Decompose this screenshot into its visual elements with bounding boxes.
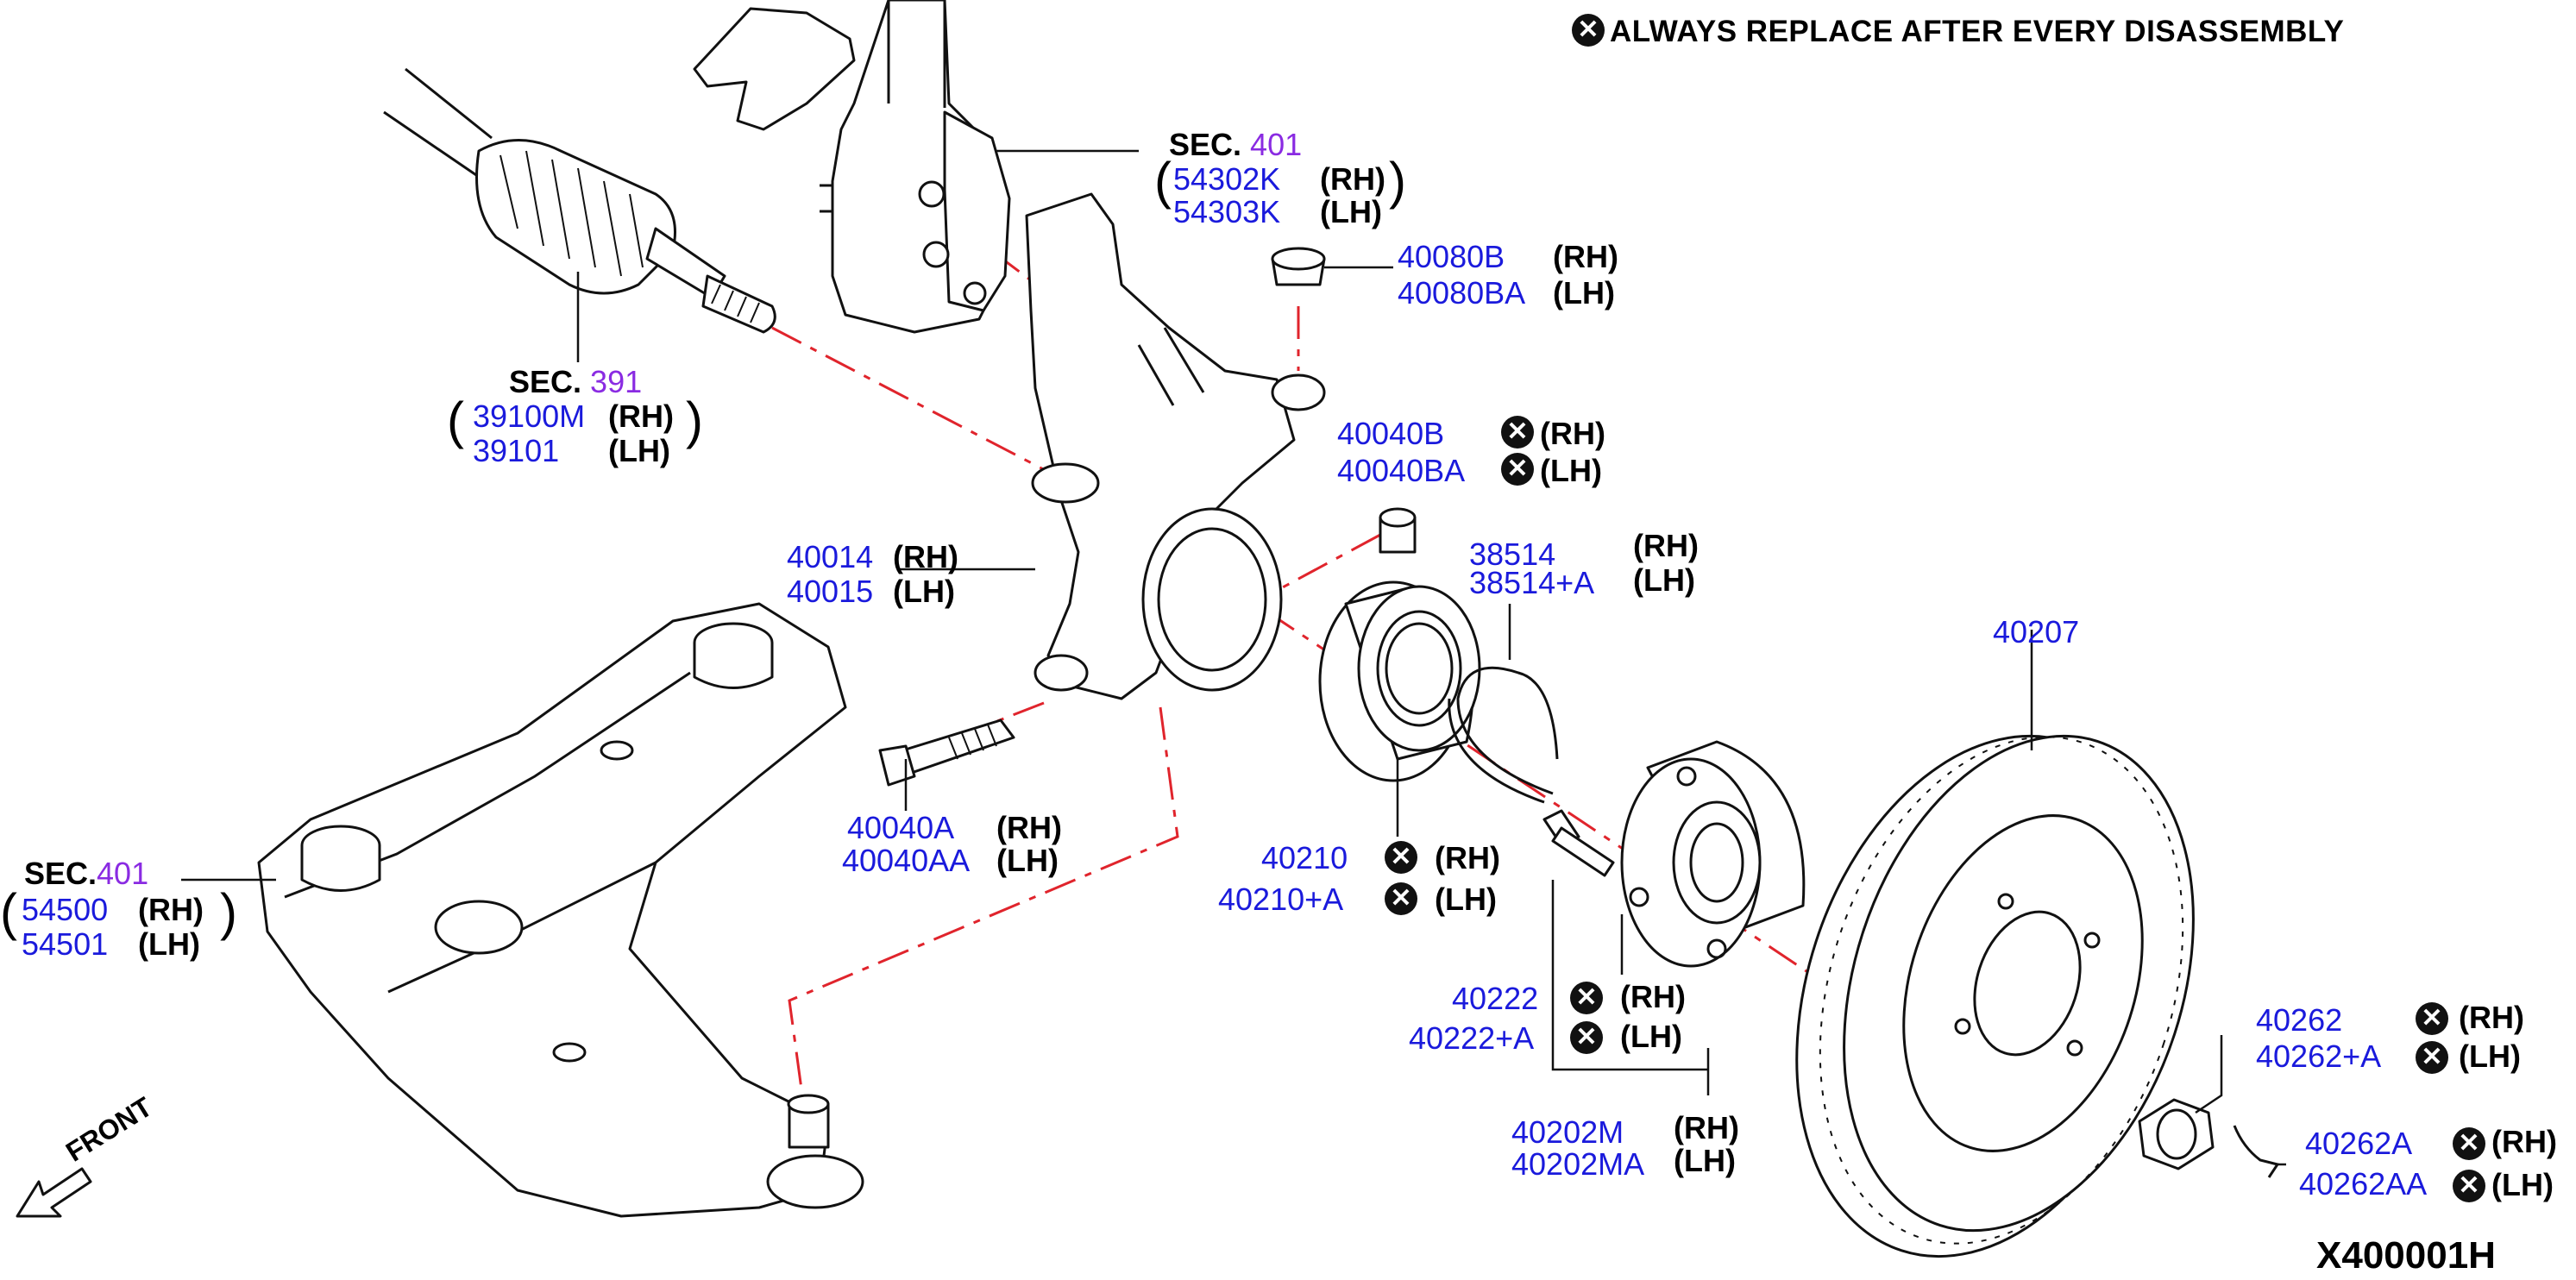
sec-label-lower-arm: SEC.401 [24, 858, 148, 889]
circled-x-icon: ✕ [1501, 453, 1534, 486]
side-rh: (RH) [1620, 979, 1686, 1014]
part-38514[interactable]: 38514 [1469, 536, 1556, 572]
leader-lines [181, 149, 2286, 1166]
part-40222[interactable]: 40222 [1452, 981, 1539, 1016]
drive-shaft [383, 67, 776, 334]
side-rh: (RH) [2459, 1000, 2524, 1035]
side-lh: (LH) [2459, 1038, 2521, 1074]
part-54501[interactable]: 54501 [22, 926, 109, 962]
circled-x-icon: ✕ [2453, 1170, 2485, 1202]
lower-control-arm [257, 602, 864, 1218]
part-40202M[interactable]: 40202M [1511, 1114, 1624, 1150]
paren-open: ( [1154, 152, 1172, 210]
part-54303K[interactable]: 54303K [1173, 194, 1281, 229]
part-40210-A[interactable]: 40210+A [1218, 882, 1344, 917]
part-40202MA[interactable]: 40202MA [1511, 1146, 1645, 1182]
side-lh: (LH) [1540, 453, 1602, 488]
part-40040BA[interactable]: 40040BA [1337, 453, 1466, 488]
part-40015[interactable]: 40015 [787, 574, 874, 609]
paren-close: ) [1389, 152, 1406, 210]
circled-x-icon: ✕ [1570, 1021, 1603, 1054]
small-fasteners [878, 247, 1417, 787]
hub-nut [2138, 1098, 2215, 1170]
part-40040AA[interactable]: 40040AA [842, 843, 971, 878]
side-lh: (LH) [1435, 882, 1497, 917]
part-40262AA[interactable]: 40262AA [2299, 1166, 2428, 1202]
side-lh: (LH) [996, 843, 1059, 878]
part-38514-A[interactable]: 38514+A [1469, 565, 1595, 600]
sec-number[interactable]: 401 [1250, 127, 1303, 162]
circled-x-icon: ✕ [1501, 416, 1534, 449]
steering-knuckle [1025, 192, 1326, 700]
circled-x-icon: ✕ [2453, 1127, 2485, 1160]
sec-number[interactable]: 401 [97, 856, 149, 891]
sec-label-drive-shaft: SEC. 391 [509, 367, 642, 398]
side-rh: (RH) [996, 810, 1062, 845]
paren-close: ) [686, 392, 703, 449]
side-rh: (RH) [1633, 528, 1699, 563]
side-rh: (RH) [1435, 840, 1500, 875]
sec-prefix: SEC. [1169, 127, 1242, 162]
replace-note: ALWAYS REPLACE AFTER EVERY DISASSEMBLY [1610, 15, 2345, 48]
part-40207[interactable]: 40207 [1993, 614, 2080, 649]
side-rh: (RH) [893, 539, 958, 574]
diagram-code: X400001H [2316, 1234, 2496, 1277]
wheel-hub [1542, 740, 1806, 968]
side-lh: (LH) [1674, 1143, 1736, 1178]
strut-assembly [693, 0, 1011, 334]
circled-x-icon: ✕ [2416, 1041, 2448, 1074]
wheel-bearing [1318, 580, 1481, 782]
circled-x-icon: ✕ [1385, 882, 1417, 915]
sec-number[interactable]: 391 [590, 364, 643, 399]
front-arrow-icon [16, 1167, 92, 1218]
part-39100M[interactable]: 39100M [473, 398, 586, 434]
snap-ring [1448, 666, 1559, 804]
side-rh: (RH) [608, 398, 674, 434]
sec-prefix: SEC. [24, 856, 97, 891]
side-rh: (RH) [2491, 1124, 2557, 1159]
sec-label-strut: SEC. 401 [1169, 129, 1302, 160]
part-40262A[interactable]: 40262A [2305, 1126, 2413, 1161]
part-40040A[interactable]: 40040A [847, 810, 955, 845]
part-40040B[interactable]: 40040B [1337, 416, 1445, 451]
side-rh: (RH) [138, 892, 204, 927]
side-lh: (LH) [138, 926, 200, 962]
circled-x-icon: ✕ [1570, 982, 1603, 1014]
part-40210[interactable]: 40210 [1261, 840, 1348, 875]
part-40080B[interactable]: 40080B [1398, 239, 1505, 274]
sec-prefix: SEC. [509, 364, 582, 399]
side-rh: (RH) [1320, 161, 1385, 197]
paren-open: ( [447, 392, 464, 449]
part-40222-A[interactable]: 40222+A [1409, 1020, 1535, 1056]
side-lh: (LH) [1633, 562, 1695, 598]
part-40014[interactable]: 40014 [787, 539, 874, 574]
circled-x-icon: ✕ [1572, 14, 1605, 47]
side-lh: (LH) [608, 433, 670, 468]
part-40080BA[interactable]: 40080BA [1398, 275, 1526, 311]
side-rh: (RH) [1553, 239, 1618, 274]
circled-x-icon: ✕ [2416, 1002, 2448, 1035]
part-54500[interactable]: 54500 [22, 892, 109, 927]
side-rh: (RH) [1674, 1110, 1739, 1145]
circled-x-icon: ✕ [1385, 841, 1417, 874]
side-lh: (LH) [893, 574, 955, 609]
side-lh: (LH) [1553, 275, 1615, 311]
brake-rotor [1795, 734, 2195, 1258]
part-54302K[interactable]: 54302K [1173, 161, 1281, 197]
part-40262[interactable]: 40262 [2256, 1002, 2343, 1038]
cotter-pin [2233, 1125, 2280, 1178]
side-lh: (LH) [2491, 1167, 2554, 1202]
side-rh: (RH) [1540, 416, 1605, 451]
side-lh: (LH) [1320, 194, 1382, 229]
side-lh: (LH) [1620, 1019, 1682, 1054]
paren-open: ( [0, 883, 17, 941]
paren-close: ) [220, 883, 237, 941]
part-40262-A[interactable]: 40262+A [2256, 1038, 2382, 1074]
part-39101[interactable]: 39101 [473, 433, 560, 468]
